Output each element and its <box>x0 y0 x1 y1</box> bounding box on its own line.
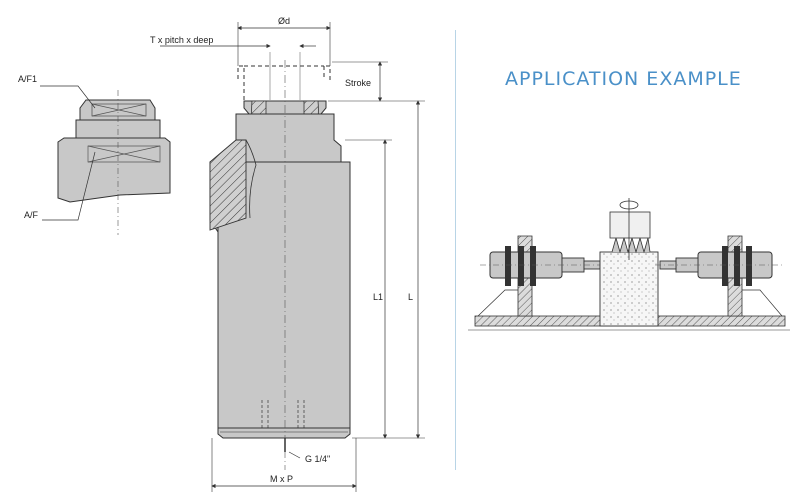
label-l: L <box>408 292 413 302</box>
label-af: A/F <box>24 210 39 220</box>
label-l1: L1 <box>373 292 383 302</box>
left-cylinder-assembly <box>477 235 605 317</box>
cylinder-technical-drawing: A/F1 A/F <box>18 16 425 492</box>
label-diameter: Ød <box>278 16 290 26</box>
label-thread: T x pitch x deep <box>150 35 213 45</box>
cylinder-body <box>209 52 351 470</box>
application-title: APPLICATION EXAMPLE <box>505 68 742 90</box>
head-detail: A/F1 A/F <box>18 74 171 235</box>
workpiece <box>599 198 659 327</box>
label-stroke: Stroke <box>345 78 371 88</box>
label-mxp: M x P <box>270 474 293 484</box>
right-cylinder-assembly <box>655 235 785 317</box>
application-example-drawing <box>468 198 790 331</box>
label-port: G 1/4" <box>305 454 330 464</box>
label-af1: A/F1 <box>18 74 37 84</box>
section-divider <box>455 30 456 470</box>
dimensions: Ød T x pitch x deep Stroke L1 L G 1/4" M… <box>150 16 425 492</box>
